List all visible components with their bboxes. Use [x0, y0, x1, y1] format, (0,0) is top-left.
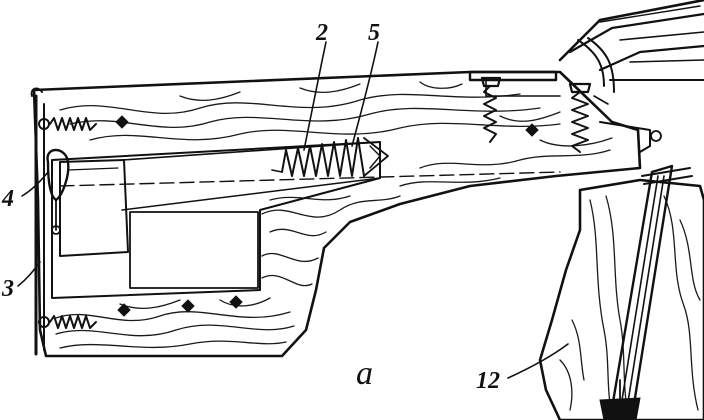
pistol-grip — [538, 164, 704, 420]
leader-4: 4 — [1, 171, 49, 212]
buttplate — [30, 87, 70, 356]
buttplate-screw-upper — [38, 117, 97, 131]
spring-guide-tip — [363, 137, 389, 177]
wood-grain-middle — [261, 149, 611, 287]
callout-label-3: 3 — [1, 276, 14, 302]
callout-label-4: 4 — [1, 186, 14, 212]
leader-2: 2 — [303, 20, 328, 151]
callout-label-2: 2 — [315, 20, 328, 46]
leader-3: 3 — [1, 261, 41, 302]
leader-5: 5 — [351, 20, 380, 147]
recoil-spring — [271, 137, 365, 177]
buttstock — [32, 70, 642, 358]
buttplate-screw-lower — [38, 315, 97, 329]
wood-grain-upper — [59, 81, 613, 147]
callout-label-12: 12 — [476, 368, 500, 394]
tang-screw-rear — [480, 76, 502, 143]
tang-screw-front — [568, 82, 609, 153]
figure-caption: a — [356, 355, 373, 392]
callout-label-5: 5 — [368, 20, 380, 46]
rivet-marks — [115, 115, 539, 317]
receiver-tang — [468, 0, 704, 153]
wood-grain-lower — [55, 297, 295, 349]
leader-12: 12 — [476, 343, 569, 394]
